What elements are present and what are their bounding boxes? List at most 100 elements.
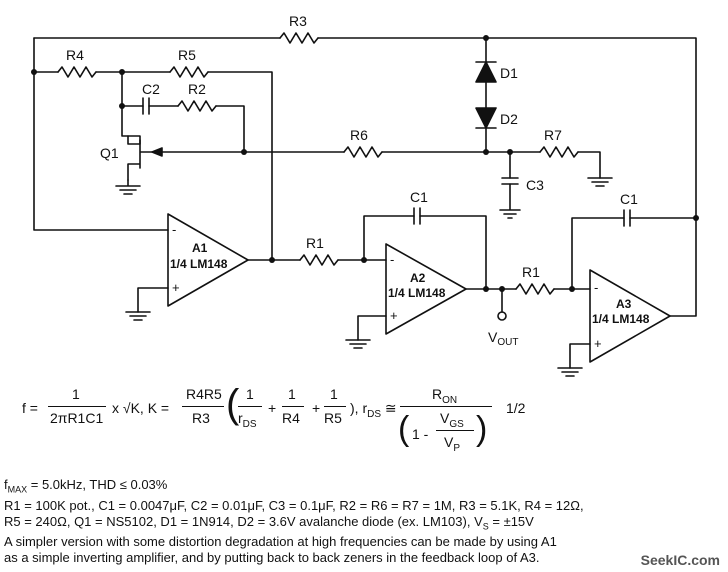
a3-name: A3 [616,297,632,311]
resistor-r1b [515,283,555,295]
note-line-2: R1 = 100K pot., C1 = 0.0047μF, C2 = 0.01… [4,497,584,513]
resistor-r6 [343,146,383,158]
wire-a1-plus [137,287,169,313]
label-r1b: R1 [522,264,540,280]
label-r3: R3 [289,13,307,29]
resistor-r5 [169,66,209,78]
wire-a2-fb-right [419,215,487,290]
a2-plus: + [390,308,398,323]
component-notes: fMAX = 5.0kHz, THD ≤ 0.03% R1 = 100K pot… [4,477,724,566]
label-c1a: C1 [410,189,428,205]
paren-den-close: ) [476,410,488,448]
vout-terminal [497,311,507,321]
label-r5: R5 [178,47,196,63]
vgs: VGS [440,410,464,430]
plus-1: + [268,400,277,416]
t2-den: R4 [282,410,300,426]
sqrt-k: x √K, K = [112,400,170,416]
a2-name: A2 [410,271,426,285]
t2-num: 1 [288,386,296,402]
resistor-r4 [57,66,97,78]
ground-a1 [125,311,151,321]
a3-plus: + [594,336,602,351]
k-num: R4R5 [186,386,222,402]
plus-2: + [312,400,321,416]
resistor-r3 [279,32,319,44]
t1-num: 1 [246,386,254,402]
label-c1b: C1 [620,191,638,207]
label-c2: C2 [142,81,160,97]
formula-block: f = 1 2πR1C1 x √K, K = R4R5 R3 ( 1 rDS +… [22,382,542,464]
wire-left [33,37,169,231]
t1-den: rDS [238,410,257,430]
t2-frac-line [282,406,304,407]
f-lhs: f = [22,400,38,416]
vgs-frac-line [436,430,474,431]
f-den: 2πR1C1 [50,410,104,426]
wire-a3-plus [569,343,591,369]
f-frac-line [48,406,106,407]
a3-minus: - [594,280,598,295]
a1-minus: - [172,222,176,237]
opamp-a2 [385,243,467,335]
rds-frac-line [400,406,492,407]
label-d1: D1 [500,65,518,81]
watermark: SeekIC.com [640,552,720,568]
a1-plus: + [172,280,180,295]
paren-den-open: ( [398,410,410,448]
jfet-q1 [127,135,153,181]
opamp-a3 [589,269,671,363]
wire-a2-plus [357,315,387,341]
ground-q1 [115,179,141,195]
wire-top-right [317,37,697,219]
k-den: R3 [192,410,210,426]
label-r4: R4 [66,47,84,63]
t3-frac-line [324,406,346,407]
ground-a2 [345,339,371,349]
wire-q1-drain [121,71,141,145]
paren-open: ( [226,382,240,426]
a2-minus: - [390,252,394,267]
capacitor-c2 [142,97,150,115]
ground-r7 [587,177,613,187]
label-vout: VOUT [488,329,518,348]
label-r2: R2 [188,81,206,97]
resistor-r2 [177,100,217,112]
t3-num: 1 [330,386,338,402]
rds-lhs: ), rDS ≅ [350,400,397,420]
wire-r7-right [577,151,601,179]
a3-part: 1/4 LM148 [592,312,650,326]
note-line-3: R5 = 240Ω, Q1 = NS5102, D1 = 1N914, D2 =… [4,513,534,532]
diode-d2 [475,107,497,129]
resistor-r7 [539,146,579,158]
wire-a3-fb-right [629,217,697,317]
label-q1: Q1 [100,145,119,161]
capacitor-c1b [623,209,631,227]
wire-a3-fb [571,217,625,290]
ground-a3 [557,367,583,377]
vp: VP [444,434,461,454]
k-frac-line [182,406,224,407]
wire-r5-right [207,71,273,261]
opamp-a1 [167,213,249,307]
exponent-half: 1/2 [506,400,526,416]
capacitor-c1a [413,207,421,225]
one-minus: 1 - [412,426,429,442]
wire-r2-right [215,105,245,153]
f-num: 1 [72,386,80,402]
t3-den: R5 [324,410,342,426]
a1-name: A1 [192,241,208,255]
label-c3: C3 [526,177,544,193]
note-line-5: as a simple inverting amplifier, and by … [4,550,540,566]
label-r6: R6 [350,127,368,143]
junction-dots [31,35,699,292]
ground-c3 [499,183,521,219]
wire-a2-fb [363,215,415,261]
resistor-r1a [299,254,339,266]
ron: RON [432,386,458,406]
capacitor-c3 [501,177,519,185]
a2-part: 1/4 LM148 [388,286,446,300]
note-line-4: A simpler version with some distortion d… [4,534,557,550]
jfet-q1-arrow [151,147,163,157]
schematic-diagram: R3 R4 R5 C2 R2 R6 R7 D1 D2 C3 Q1 R1 R1 C… [31,13,699,377]
